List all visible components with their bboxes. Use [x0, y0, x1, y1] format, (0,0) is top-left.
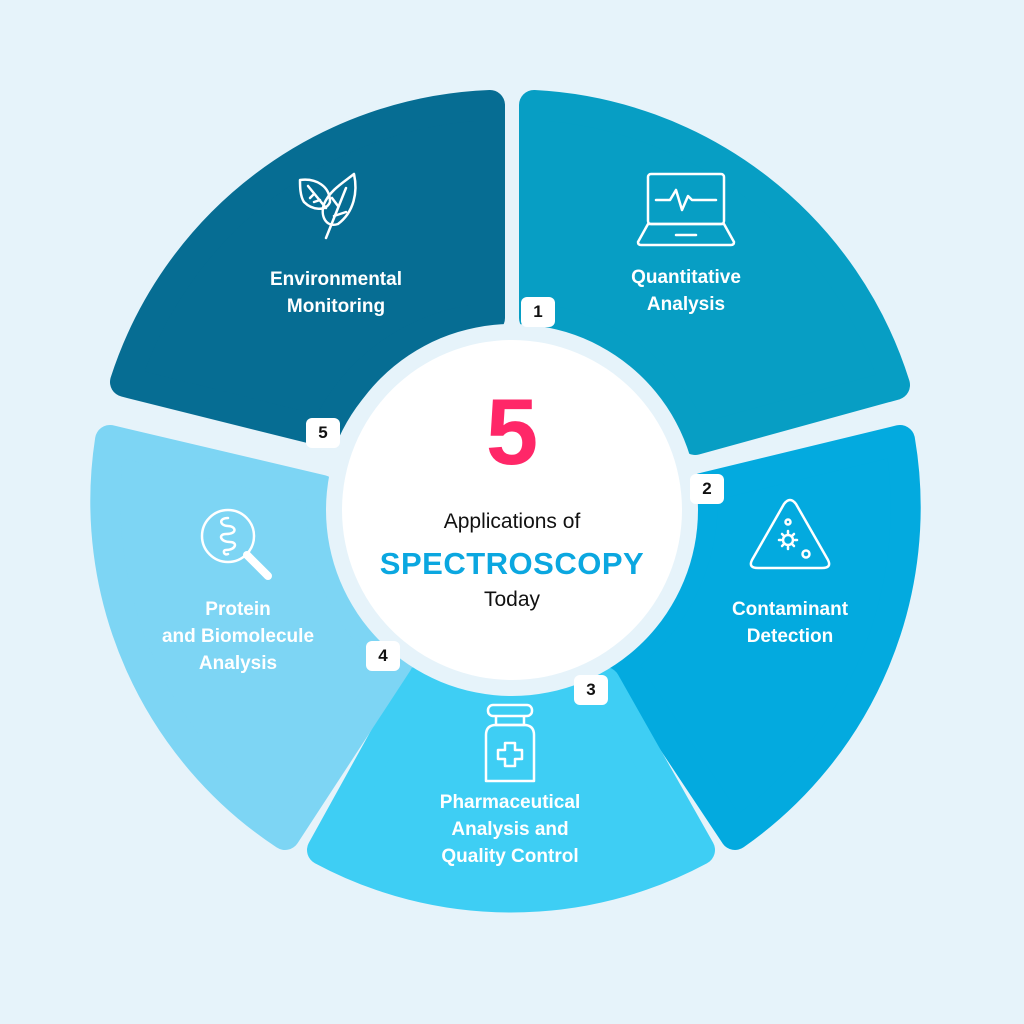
- center-circle: 5 Applications of SPECTROSCOPY Today: [342, 340, 682, 680]
- segment-label-protein: Protein and Biomolecule Analysis: [161, 599, 315, 674]
- segment-environmental: [110, 90, 505, 447]
- count-number: 5: [485, 379, 539, 484]
- badge-1: 1: [521, 297, 555, 327]
- hazard-triangle-icon: [749, 498, 831, 570]
- segment-label-contaminant: Contaminant Detection: [731, 599, 849, 647]
- segment-label-quantitative: Quantitative Analysis: [631, 267, 741, 315]
- segment-quantitative: [519, 90, 910, 455]
- badge-4: 4: [366, 641, 400, 671]
- title-line3: Today: [483, 588, 541, 611]
- badge-3: 3: [574, 675, 608, 705]
- segment-contaminant: [605, 425, 921, 850]
- segment-label-pharmaceutical: Pharmaceutical Analysis and Quality Cont…: [439, 792, 581, 867]
- segment-protein: [90, 425, 413, 850]
- segment-pharmaceutical: [307, 667, 715, 913]
- badge-2: 2: [690, 474, 724, 504]
- laptop-pulse-icon: [636, 172, 736, 247]
- title-highlight: SPECTROSCOPY: [379, 546, 645, 581]
- leaves-icon: [298, 172, 357, 240]
- badge-5: 5: [306, 418, 340, 448]
- title-line1: Applications of: [443, 510, 581, 533]
- magnifier-molecule-icon: [200, 508, 272, 580]
- segment-label-environmental: Environmental Monitoring: [270, 269, 402, 317]
- medicine-bottle-icon: [484, 703, 536, 783]
